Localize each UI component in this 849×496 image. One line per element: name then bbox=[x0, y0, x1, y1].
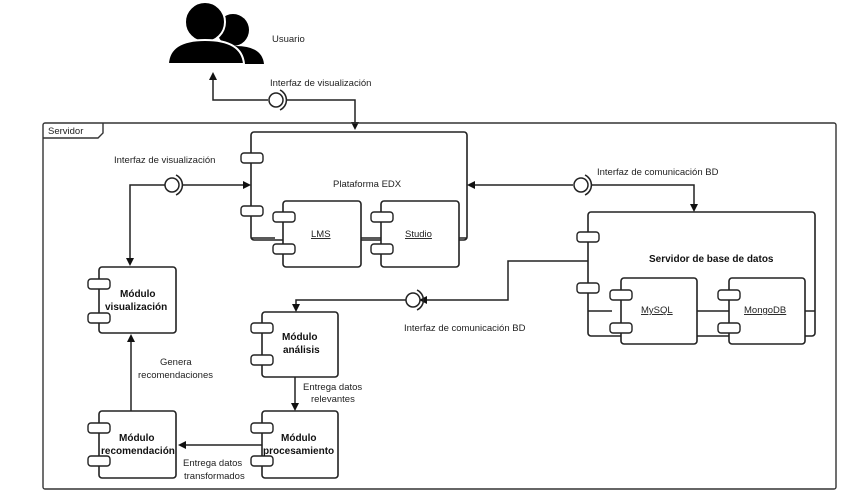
interface-label-analysis-db: Interfaz de comunicación BD bbox=[404, 323, 526, 334]
processing-label-1: Módulo bbox=[281, 433, 317, 444]
transformed-label-1: Entrega datos bbox=[183, 458, 242, 469]
transformed-label-2: transformados bbox=[184, 471, 245, 482]
lms-label: LMS bbox=[311, 229, 331, 240]
actor-label: Usuario bbox=[272, 34, 305, 45]
users-icon bbox=[166, 1, 264, 65]
interface-label-user: Interfaz de visualización bbox=[270, 78, 371, 89]
generates-label-1: Genera bbox=[160, 357, 192, 368]
generates-connector bbox=[127, 334, 135, 411]
interface-lollipop-icon bbox=[405, 289, 425, 311]
generates-label-2: recomendaciones bbox=[138, 370, 213, 381]
interface-lollipop-icon bbox=[268, 89, 288, 111]
interface-label-visualization: Interfaz de visualización bbox=[114, 155, 215, 166]
frame-tab bbox=[43, 123, 104, 139]
edx-db-connector bbox=[467, 181, 698, 212]
visualization-label-1: Módulo bbox=[120, 289, 156, 300]
analysis-label-2: análisis bbox=[283, 345, 320, 356]
servidor-frame bbox=[42, 122, 837, 490]
component-mysql[interactable]: MySQL bbox=[609, 277, 698, 345]
interface-label-edx-db: Interfaz de comunicación BD bbox=[597, 167, 719, 178]
visualization-label-2: visualización bbox=[105, 302, 167, 313]
transformed-connector bbox=[178, 441, 262, 449]
component-analysis[interactable]: Módulo análisis bbox=[250, 311, 339, 378]
visualization-connector bbox=[126, 181, 251, 266]
processing-label-2: procesamiento bbox=[263, 446, 334, 457]
relevant-label-1: Entrega datos bbox=[303, 382, 362, 393]
component-visualization[interactable]: Módulo visualización bbox=[87, 266, 177, 334]
analysis-label-1: Módulo bbox=[282, 332, 318, 343]
interface-lollipop-icon bbox=[573, 174, 593, 196]
component-studio[interactable]: Studio bbox=[370, 200, 460, 268]
edx-label: Plataforma EDX bbox=[333, 179, 402, 190]
component-lms[interactable]: LMS bbox=[272, 200, 362, 268]
interface-lollipop-icon bbox=[164, 174, 184, 196]
analysis-db-connector bbox=[292, 260, 588, 312]
user-visualization-connector bbox=[209, 72, 359, 130]
component-recommendation[interactable]: Módulo recomendación bbox=[87, 410, 177, 479]
mysql-label: MySQL bbox=[641, 305, 673, 316]
studio-label: Studio bbox=[405, 229, 432, 240]
relevant-connector bbox=[291, 377, 299, 411]
recommendation-label-1: Módulo bbox=[119, 433, 155, 444]
component-processing[interactable]: Módulo procesamiento bbox=[250, 410, 339, 479]
frame-label: Servidor bbox=[48, 126, 83, 137]
component-mongodb[interactable]: MongoDB bbox=[717, 277, 806, 345]
db-server-label: Servidor de base de datos bbox=[649, 254, 774, 265]
relevant-label-2: relevantes bbox=[311, 394, 355, 405]
recommendation-label-2: recomendación bbox=[101, 446, 175, 457]
mongodb-label: MongoDB bbox=[744, 305, 786, 316]
